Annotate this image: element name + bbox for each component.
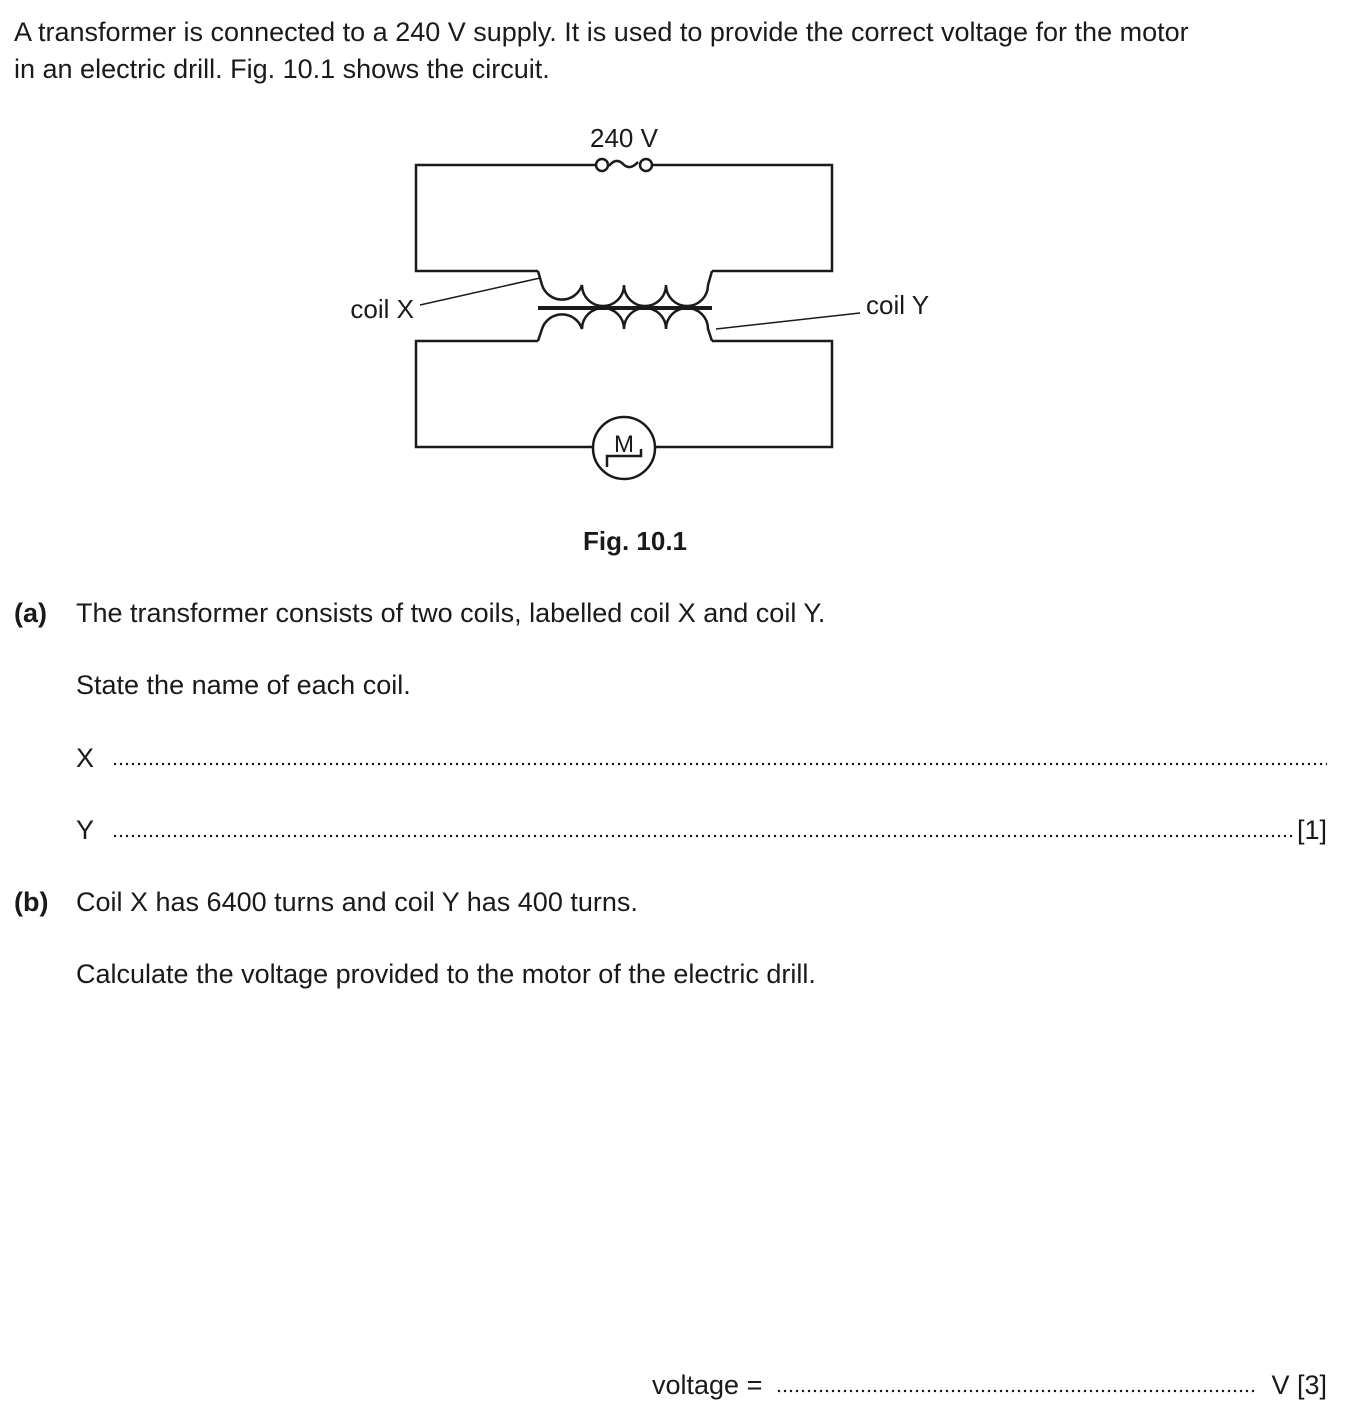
part-b-text: Coil X has 6400 turns and coil Y has 400… <box>76 887 638 917</box>
part-a-instruction: State the name of each coil. <box>76 670 411 700</box>
answer-row-x: X <box>76 743 1327 774</box>
primary-circuit-wire-right <box>652 163 834 273</box>
answer-x-label: X <box>76 743 95 773</box>
answer-y-field[interactable] <box>112 834 1295 838</box>
coil-y-leader-line <box>715 312 861 330</box>
part-a-text: The transformer consists of two coils, l… <box>76 598 826 628</box>
intro-line-1: A transformer is connected to a 240 V su… <box>14 17 1189 47</box>
motor-icon <box>591 415 657 481</box>
secondary-circuit-wire <box>414 339 593 449</box>
transformer-circuit-diagram: 240 V coil X coil Y M <box>350 123 929 481</box>
part-b-label: (b) <box>14 887 49 917</box>
coil-y-label: coil Y <box>866 290 929 320</box>
motor-label: M <box>614 431 634 458</box>
intro-text: A transformer is connected to a 240 V su… <box>14 14 1334 88</box>
part-a-marks: [1] <box>1296 815 1327 845</box>
coil-y <box>536 306 714 342</box>
answer-y-label: Y <box>76 815 95 845</box>
voltage-answer-row: voltage = V [3] <box>652 1370 1327 1401</box>
intro-line-2: in an electric drill. Fig. 10.1 shows th… <box>14 54 550 84</box>
coil-x <box>536 270 714 308</box>
voltage-answer-field[interactable] <box>776 1389 1258 1393</box>
primary-circuit-wire <box>414 163 596 273</box>
part-a-label: (a) <box>14 598 47 628</box>
ac-symbol-icon <box>608 159 639 169</box>
voltage-label: voltage = <box>652 1370 763 1400</box>
supply-terminal-left <box>594 157 610 173</box>
supply-label: 240 V <box>590 123 659 153</box>
answer-x-field[interactable] <box>112 762 1327 766</box>
coil-x-label: coil X <box>350 294 414 324</box>
motor-brush-mark <box>605 449 643 467</box>
voltage-unit-marks: V [3] <box>1271 1370 1327 1400</box>
secondary-circuit-wire-right <box>655 339 834 449</box>
part-b-instruction: Calculate the voltage provided to the mo… <box>76 959 816 989</box>
coil-x-leader-line <box>419 277 541 306</box>
answer-row-y: Y [1] <box>76 815 1327 846</box>
supply-terminal-right <box>638 157 654 173</box>
figure-caption: Fig. 10.1 <box>582 526 688 556</box>
